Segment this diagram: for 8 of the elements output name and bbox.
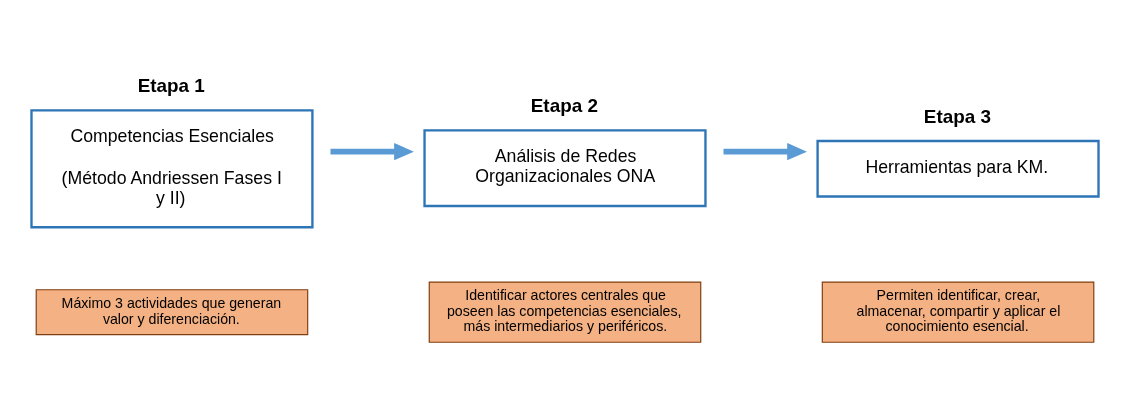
arrow: [330, 143, 414, 161]
node-box: Identificar actores centrales que poseen las competencias esenciales, más intermediarios y periféricos.: [428, 281, 702, 343]
node-label: Etapa 1: [137, 75, 205, 97]
arrow: [723, 143, 807, 161]
node-box: Permiten identificar, crear, almacenar, compartir y aplicar el conocimiento esencial.: [821, 281, 1095, 343]
node-label: Etapa 3: [923, 106, 991, 128]
node-box: Máximo 3 actividades que generan valor y diferenciación.: [35, 289, 309, 336]
node-label: Etapa 2: [530, 95, 598, 117]
